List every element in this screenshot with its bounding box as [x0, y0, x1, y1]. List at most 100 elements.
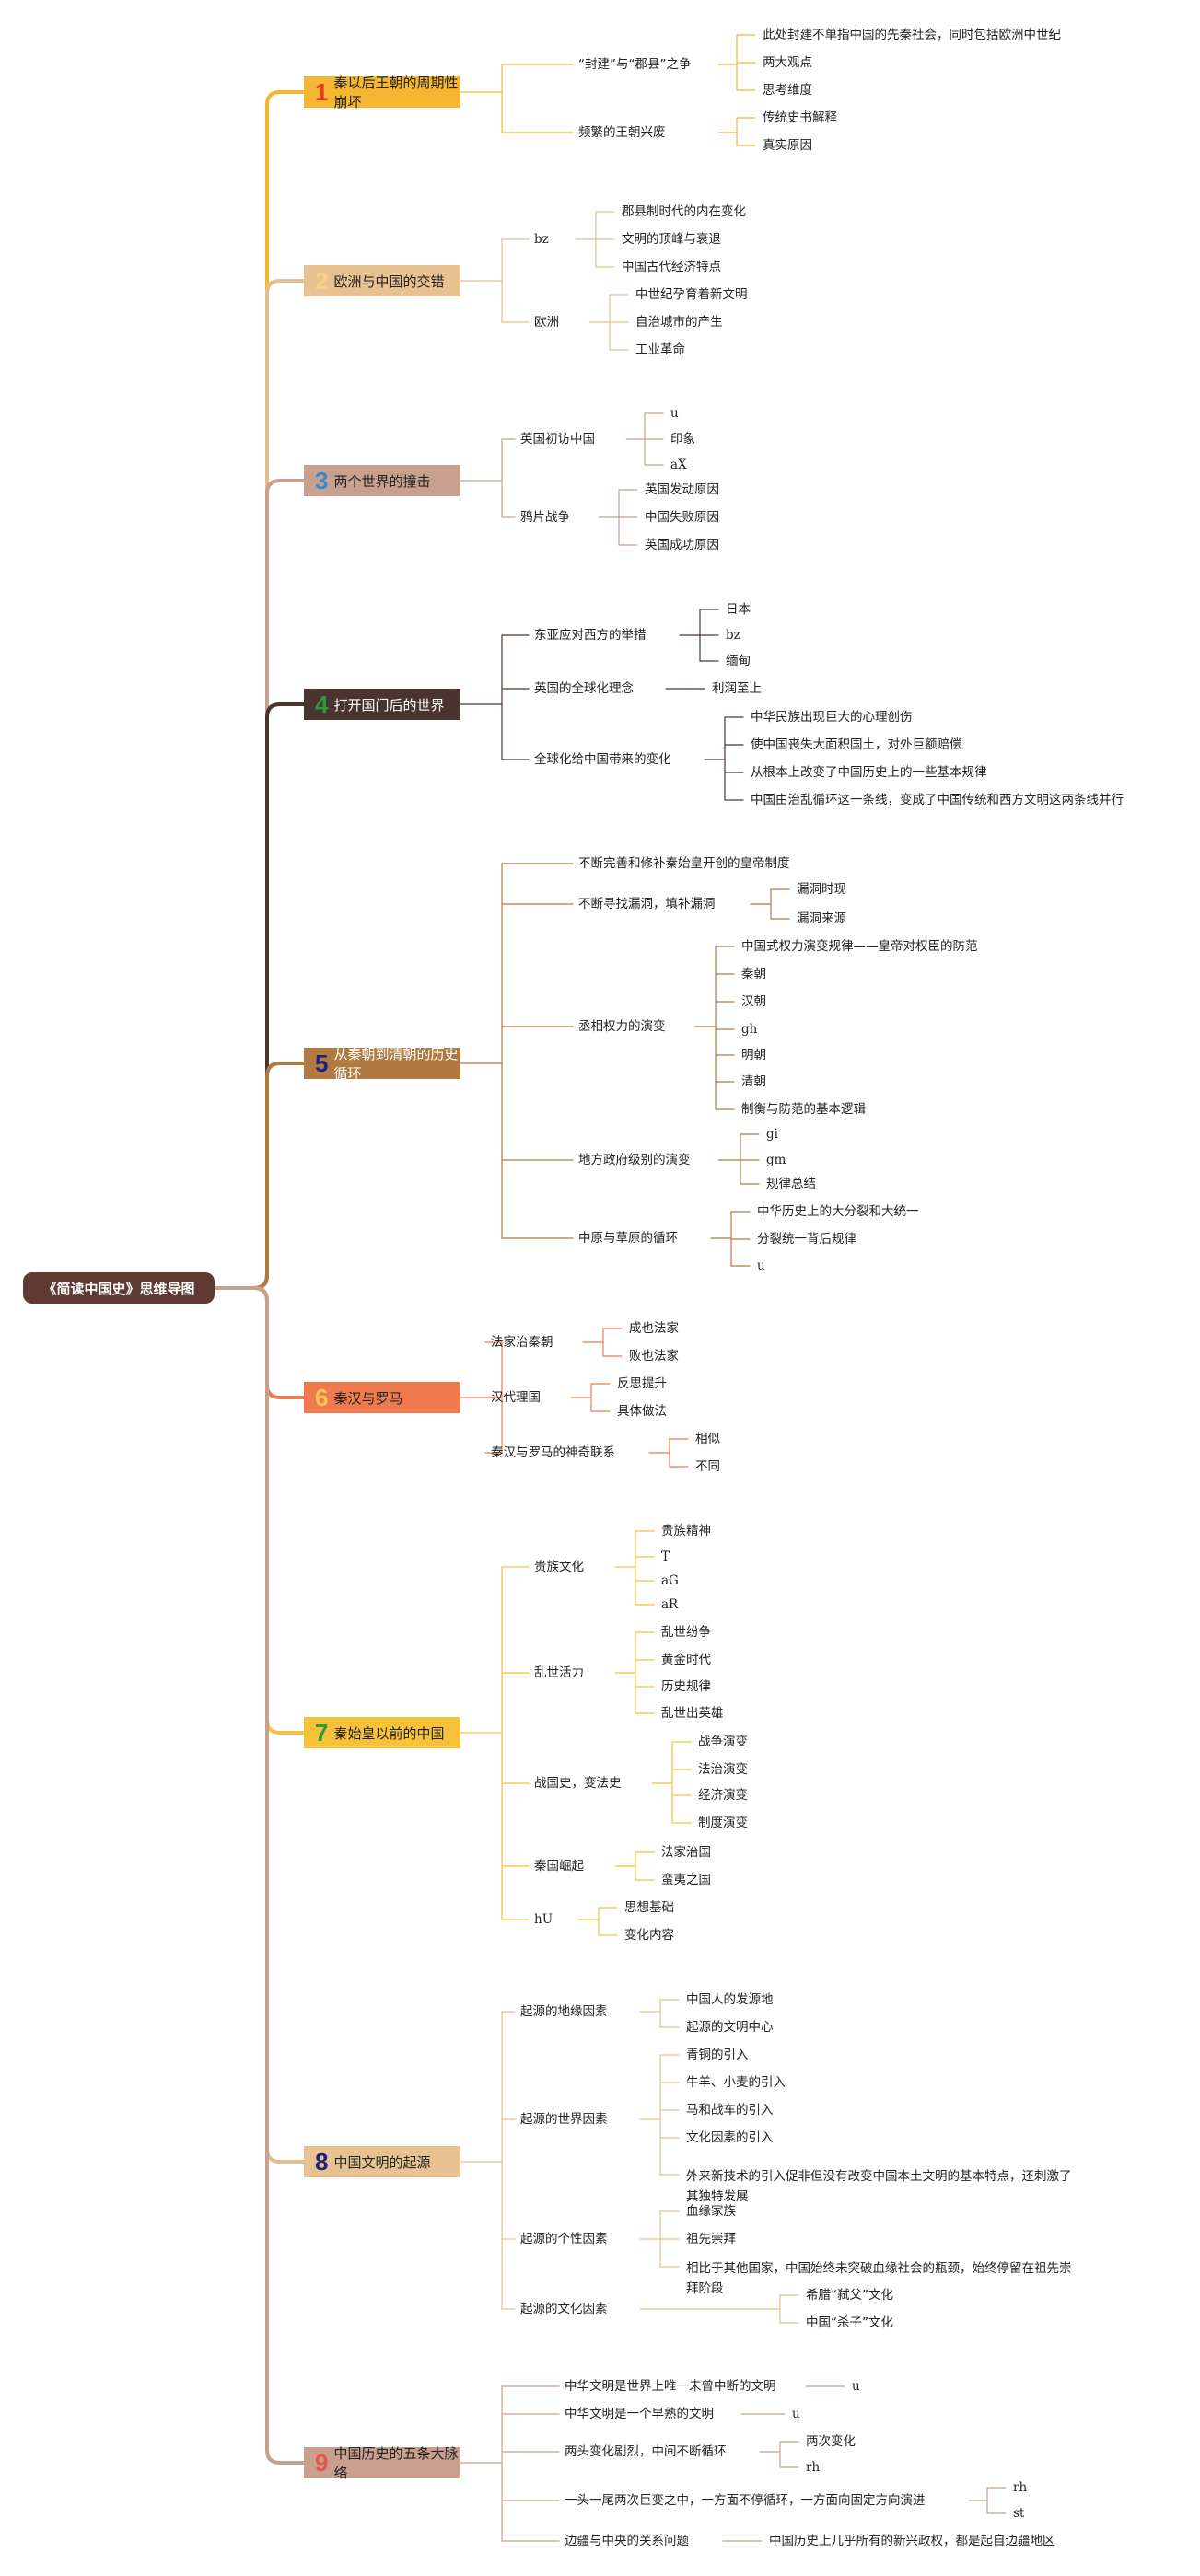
- leaf-node[interactable]: aR: [661, 1597, 679, 1612]
- leaf-node[interactable]: 马和战车的引入: [686, 2103, 774, 2118]
- leaf-node[interactable]: 具体做法: [617, 1404, 667, 1419]
- leaf-node[interactable]: 从根本上改变了中国历史上的一些基本规律: [751, 765, 987, 780]
- leaf-node[interactable]: T: [661, 1549, 670, 1564]
- leaf-node[interactable]: rh: [1013, 2480, 1028, 2495]
- leaf-node[interactable]: 汉朝: [741, 994, 766, 1009]
- leaf-node[interactable]: 战争演变: [698, 1735, 748, 1749]
- branch-label[interactable]: 东亚应对西方的举措: [534, 628, 647, 643]
- branch-label[interactable]: 起源的文化因素: [520, 2302, 608, 2316]
- leaf-node[interactable]: 两次变化: [806, 2434, 856, 2449]
- leaf-node[interactable]: aX: [670, 458, 687, 472]
- branch-label[interactable]: 汉代理国: [491, 1390, 541, 1405]
- leaf-node[interactable]: 中国式权力演变规律——皇帝对权臣的防范: [741, 939, 978, 954]
- leaf-node[interactable]: 中国人的发源地: [686, 1992, 774, 2007]
- leaf-node[interactable]: 日本: [726, 602, 751, 617]
- branch-label[interactable]: 起源的个性因素: [520, 2232, 608, 2246]
- leaf-node[interactable]: 印象: [670, 432, 695, 447]
- leaf-node[interactable]: gi: [766, 1127, 778, 1142]
- leaf-node[interactable]: 传统史书解释: [763, 110, 837, 125]
- leaf-node[interactable]: 变化内容: [624, 1928, 674, 1943]
- branch-label[interactable]: 丞相权力的演变: [578, 1019, 666, 1034]
- leaf-node[interactable]: 分裂统一背后规律: [757, 1232, 856, 1247]
- branch-label[interactable]: “封建”与“郡县”之争: [578, 57, 692, 72]
- leaf-node[interactable]: gm: [766, 1153, 786, 1167]
- leaf-node[interactable]: 思想基础: [624, 1900, 674, 1915]
- leaf-node[interactable]: 蛮夷之国: [661, 1873, 711, 1887]
- leaf-node[interactable]: 中国失败原因: [645, 510, 719, 525]
- branch-label[interactable]: 起源的世界因素: [520, 2112, 608, 2127]
- branch-label[interactable]: 全球化给中国带来的变化: [534, 752, 671, 767]
- branch-label[interactable]: 秦汉与罗马的神奇联系: [491, 1445, 615, 1460]
- leaf-node[interactable]: 利润至上: [712, 681, 762, 696]
- branch-label[interactable]: 边疆与中央的关系问题: [565, 2534, 689, 2548]
- branch-label[interactable]: 欧洲: [534, 315, 559, 330]
- leaf-node[interactable]: 中华民族出现巨大的心理创伤: [751, 710, 913, 725]
- leaf-node[interactable]: 缅甸: [726, 654, 751, 668]
- leaf-node[interactable]: 法治演变: [698, 1762, 748, 1777]
- leaf-node[interactable]: 漏洞来源: [797, 911, 846, 926]
- branch-label[interactable]: 频繁的王朝兴废: [578, 125, 666, 140]
- leaf-node[interactable]: 血缘家族: [686, 2204, 736, 2219]
- leaf-node[interactable]: 清朝: [741, 1074, 766, 1089]
- branch-label[interactable]: bz: [534, 232, 549, 247]
- branch-label[interactable]: 不断完善和修补秦始皇开创的皇帝制度: [578, 856, 790, 871]
- branch-label[interactable]: 中原与草原的循环: [578, 1231, 678, 1246]
- leaf-node[interactable]: 中国“杀子”文化: [806, 2315, 893, 2330]
- leaf-node[interactable]: 乱世出英雄: [661, 1706, 724, 1721]
- leaf-node[interactable]: 历史规律: [661, 1679, 711, 1694]
- leaf-node[interactable]: 乱世纷争: [661, 1625, 711, 1640]
- leaf-node[interactable]: 贵族精神: [661, 1524, 711, 1538]
- leaf-node[interactable]: 明朝: [741, 1048, 766, 1062]
- branch-label[interactable]: 乱世活力: [534, 1665, 584, 1680]
- leaf-node[interactable]: 英国发动原因: [645, 482, 719, 497]
- leaf-node[interactable]: 中世纪孕育着新文明: [635, 287, 748, 302]
- leaf-node[interactable]: 秦朝: [741, 967, 766, 981]
- leaf-node[interactable]: u: [852, 2379, 860, 2394]
- branch-label[interactable]: hU: [534, 1912, 553, 1927]
- leaf-node[interactable]: 起源的文明中心: [686, 2020, 774, 2035]
- leaf-node[interactable]: aG: [661, 1573, 679, 1588]
- leaf-node[interactable]: 使中国丧失大面积国土，对外巨额赔偿: [751, 737, 962, 752]
- branch-label[interactable]: 秦国崛起: [534, 1859, 584, 1874]
- leaf-node[interactable]: 牛羊、小麦的引入: [686, 2075, 786, 2090]
- leaf-node[interactable]: st: [1013, 2506, 1025, 2521]
- branch-label[interactable]: 英国初访中国: [520, 432, 595, 447]
- leaf-node[interactable]: 相比于其他国家，中国始终未突破血缘社会的瓶颈，始终停留在祖先崇拜阶段: [686, 2261, 1072, 2296]
- leaf-node[interactable]: 败也法家: [629, 1349, 679, 1363]
- leaf-node[interactable]: 中国古代经济特点: [622, 260, 721, 274]
- branch-label[interactable]: 两头变化剧烈，中间不断循环: [565, 2444, 727, 2459]
- branch-label[interactable]: 战国史，变法史: [534, 1776, 622, 1791]
- branch-label[interactable]: 鸦片战争: [520, 510, 570, 525]
- branch-label[interactable]: 一头一尾两次巨变之中，一方面不停循环，一方面向固定方向演进: [565, 2493, 926, 2508]
- leaf-node[interactable]: 英国成功原因: [645, 538, 719, 552]
- leaf-node[interactable]: 不同: [695, 1459, 720, 1474]
- leaf-node[interactable]: 相似: [695, 1432, 720, 1446]
- leaf-node[interactable]: 制度演变: [698, 1816, 748, 1830]
- leaf-node[interactable]: 青铜的引入: [686, 2048, 749, 2062]
- leaf-node[interactable]: 成也法家: [629, 1321, 679, 1336]
- leaf-node[interactable]: 规律总结: [766, 1177, 816, 1191]
- leaf-node[interactable]: 漏洞时现: [797, 882, 846, 897]
- leaf-node[interactable]: 此处封建不单指中国的先秦社会，同时包括欧洲中世纪: [763, 28, 1061, 42]
- leaf-node[interactable]: 黄金时代: [661, 1653, 711, 1667]
- branch-label[interactable]: 中华文明是世界上唯一未曾中断的文明: [565, 2379, 776, 2394]
- leaf-node[interactable]: 中华历史上的大分裂和大统一: [757, 1204, 919, 1219]
- leaf-node[interactable]: 反思提升: [617, 1376, 667, 1391]
- leaf-node[interactable]: 经济演变: [698, 1788, 748, 1803]
- leaf-node[interactable]: u: [792, 2407, 800, 2421]
- leaf-node[interactable]: 制衡与防范的基本逻辑: [741, 1102, 866, 1117]
- leaf-node[interactable]: 中国由治乱循环这一条线，变成了中国传统和西方文明这两条线并行: [751, 793, 1124, 807]
- leaf-node[interactable]: 文化因素的引入: [686, 2130, 774, 2145]
- branch-label[interactable]: 贵族文化: [534, 1560, 584, 1574]
- leaf-node[interactable]: 思考维度: [763, 83, 812, 98]
- leaf-node[interactable]: 希腊“弑父”文化: [806, 2288, 893, 2303]
- leaf-node[interactable]: 文明的顶峰与衰退: [622, 232, 721, 247]
- leaf-node[interactable]: 祖先崇拜: [686, 2232, 736, 2246]
- leaf-node[interactable]: 郡县制时代的内在变化: [622, 204, 746, 219]
